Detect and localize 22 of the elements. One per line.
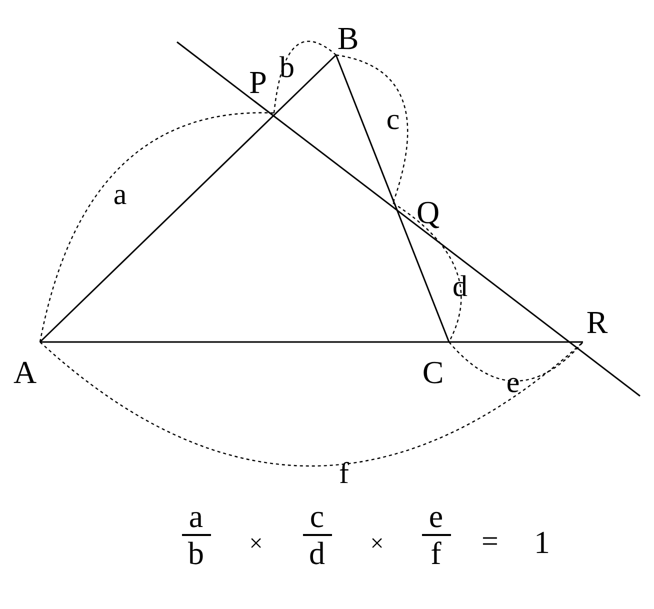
formula-variable: e <box>428 500 444 532</box>
formula-operator: × <box>249 532 263 556</box>
formula-variable: f <box>430 537 442 569</box>
point-label: B <box>337 22 359 54</box>
formula-variable: a <box>188 500 204 532</box>
point-label: R <box>586 306 608 338</box>
formula-variable: c <box>310 500 324 532</box>
length-label: c <box>386 105 400 135</box>
length-label: d <box>452 272 468 302</box>
formula-operator: × <box>370 532 384 556</box>
length-label: f <box>339 459 349 489</box>
point-label: P <box>249 66 267 98</box>
point-label: Q <box>416 196 440 228</box>
formula-variable: d <box>309 537 325 569</box>
length-label: a <box>113 180 127 210</box>
formula-variable: b <box>188 537 204 569</box>
point-label: A <box>13 356 37 388</box>
point-label: C <box>422 356 444 388</box>
length-label: b <box>280 53 294 83</box>
formula-operator: = <box>482 527 498 557</box>
formula-number: 1 <box>534 526 550 558</box>
length-label: e <box>506 368 520 398</box>
